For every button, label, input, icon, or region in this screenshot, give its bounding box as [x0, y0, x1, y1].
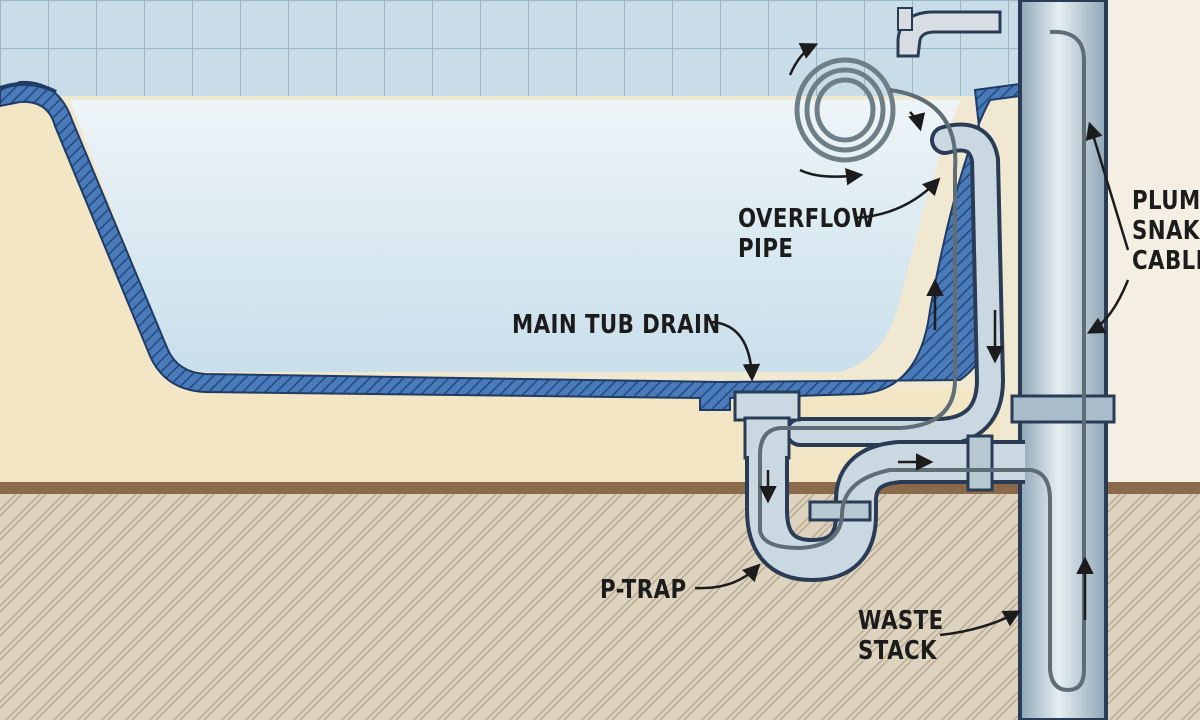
overflow-pipe-label: OVERFLOW PIPE	[738, 204, 876, 264]
wall-tile	[0, 0, 1020, 100]
subfloor	[0, 492, 1200, 720]
p-trap-label: P-TRAP	[600, 575, 687, 605]
faucet-spout	[896, 10, 1002, 58]
leader-lines	[694, 121, 1130, 637]
floor-board	[0, 482, 1200, 494]
flow-arrows	[759, 42, 1094, 620]
main-tub-drain	[733, 390, 801, 422]
snake-cable	[758, 29, 1086, 693]
trap-arm-coupling	[966, 434, 994, 492]
waste-stack-label: WASTE STACK	[858, 606, 944, 666]
tub-wall-profile	[0, 80, 1021, 411]
waste-stack	[1018, 0, 1108, 720]
main-tub-drain-label: MAIN TUB DRAIN	[512, 310, 721, 340]
tub-basin	[70, 100, 960, 372]
plumbing-snake-cable-label: PLUMBING SNAKE CABLE	[1132, 186, 1200, 276]
stack-coupling	[1010, 394, 1116, 424]
snake-cable-coil	[794, 57, 896, 163]
tub-rim	[0, 81, 57, 94]
